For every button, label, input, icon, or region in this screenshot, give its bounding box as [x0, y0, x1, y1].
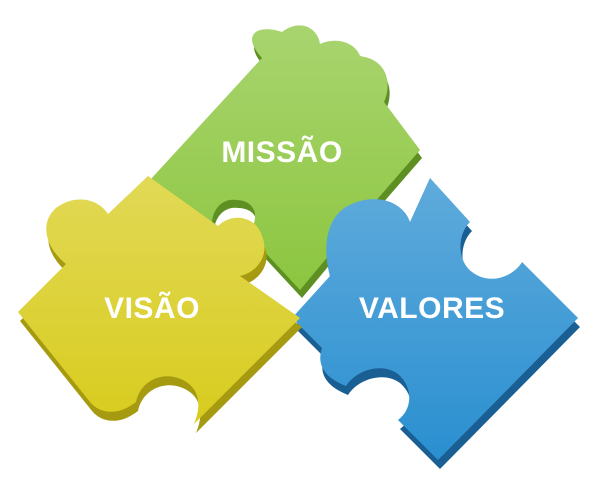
visao-puzzle-piece: VISÃO: [18, 176, 302, 433]
visao-piece-gloss: [18, 176, 300, 424]
valores-label: VALORES: [359, 292, 505, 325]
missao-label: MISSÃO: [221, 135, 342, 169]
valores-puzzle-piece: VALORES: [292, 178, 580, 469]
visao-label: VISÃO: [104, 291, 200, 325]
valores-piece-gloss: [292, 178, 578, 460]
